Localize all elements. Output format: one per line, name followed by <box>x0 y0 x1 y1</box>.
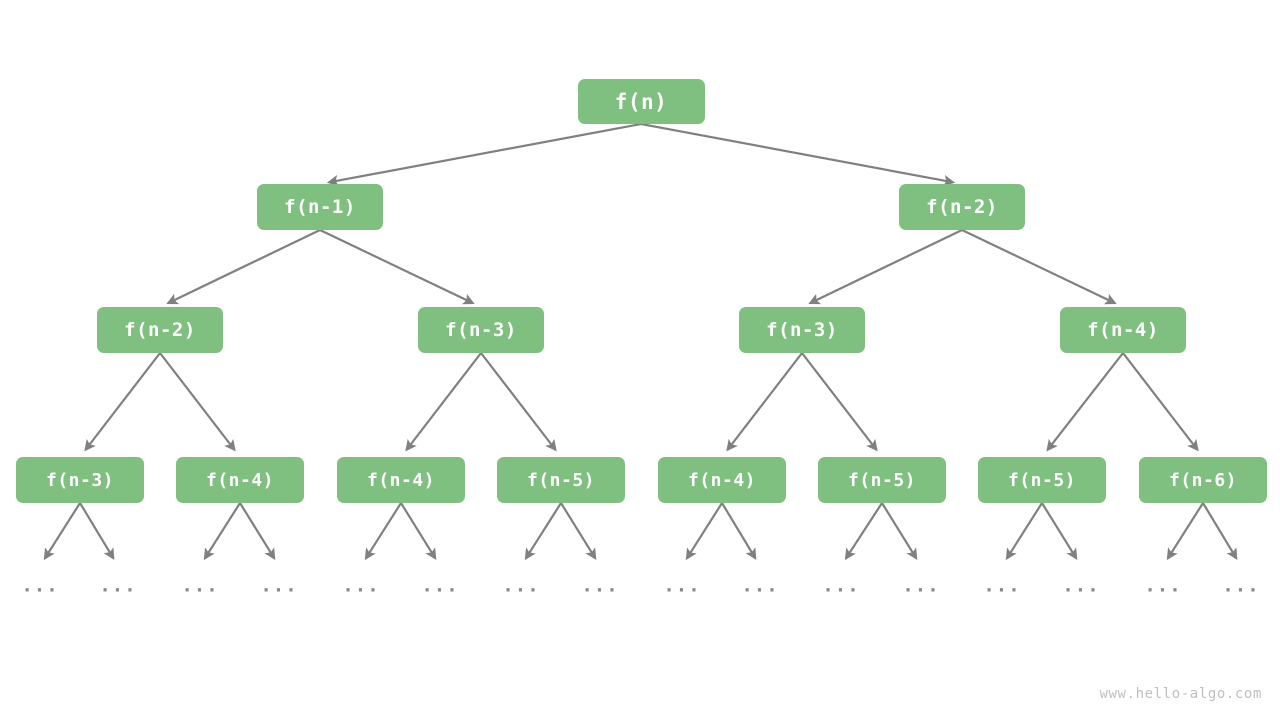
tree-node-level4-1: f(n-3) <box>16 457 144 503</box>
ellipsis-node-4: ... <box>260 574 298 597</box>
ellipsis-node-10: ... <box>741 574 779 597</box>
ellipsis-node-16: ... <box>1222 574 1260 597</box>
tree-node-level3-1: f(n-2) <box>97 307 223 353</box>
tree-node-level1-1: f(n) <box>577 79 705 124</box>
tree-edge <box>721 502 757 560</box>
tree-edge <box>808 229 963 305</box>
tree-node-level4-7: f(n-5) <box>978 457 1106 503</box>
ellipsis-node-1: ... <box>21 574 59 597</box>
ellipsis-node-9: ... <box>663 574 701 597</box>
ellipsis-node-14: ... <box>1062 574 1100 597</box>
tree-node-level4-8: f(n-6) <box>1139 457 1267 503</box>
tree-edge <box>560 502 597 561</box>
tree-node-level4-5: f(n-4) <box>658 457 786 503</box>
ellipsis-node-12: ... <box>902 574 940 597</box>
ellipsis-node-7: ... <box>502 574 540 597</box>
tree-node-level4-2: f(n-4) <box>176 457 304 503</box>
tree-node-level4-4: f(n-5) <box>497 457 625 503</box>
watermark: www.hello-algo.com <box>1099 686 1262 702</box>
tree-edge <box>844 502 883 561</box>
tree-edge <box>524 502 562 561</box>
tree-edge <box>203 502 241 561</box>
tree-node-level2-2: f(n-2) <box>899 184 1025 230</box>
tree-edge <box>79 502 115 560</box>
tree-edge <box>364 502 402 561</box>
tree-edge <box>726 352 803 452</box>
tree-edge <box>84 352 161 452</box>
ellipsis-node-6: ... <box>421 574 459 597</box>
tree-edge <box>166 229 321 305</box>
ellipsis-node-13: ... <box>983 574 1021 597</box>
tree-edge <box>685 502 723 561</box>
ellipsis-node-3: ... <box>181 574 219 597</box>
tree-edge <box>640 122 956 187</box>
tree-node-level3-4: f(n-4) <box>1060 307 1186 353</box>
tree-node-level4-6: f(n-5) <box>818 457 946 503</box>
ellipsis-node-8: ... <box>581 574 619 597</box>
tree-node-level4-3: f(n-4) <box>337 457 465 503</box>
tree-edge <box>239 502 276 561</box>
tree-node-level3-3: f(n-3) <box>739 307 865 353</box>
tree-edge <box>961 229 1117 305</box>
tree-edge <box>405 352 482 452</box>
ellipsis-node-5: ... <box>342 574 380 597</box>
tree-edge <box>319 229 475 305</box>
ellipsis-node-2: ... <box>99 574 137 597</box>
tree-edge <box>43 502 81 561</box>
tree-edge <box>159 352 236 452</box>
tree-edge <box>881 502 918 561</box>
tree-edge <box>801 352 878 452</box>
tree-edge <box>1005 502 1043 561</box>
tree-edge <box>1166 502 1204 561</box>
tree-edge <box>1202 502 1238 560</box>
ellipsis-node-15: ... <box>1144 574 1182 597</box>
tree-node-level3-2: f(n-3) <box>418 307 544 353</box>
tree-edge <box>480 352 557 452</box>
tree-edge <box>1041 502 1078 561</box>
tree-edge <box>1122 352 1199 452</box>
tree-edge <box>1046 352 1124 452</box>
tree-edge <box>326 122 642 187</box>
tree-node-level2-1: f(n-1) <box>257 184 383 230</box>
edge-group <box>43 122 1238 561</box>
tree-edge <box>400 502 437 561</box>
ellipsis-node-11: ... <box>822 574 860 597</box>
